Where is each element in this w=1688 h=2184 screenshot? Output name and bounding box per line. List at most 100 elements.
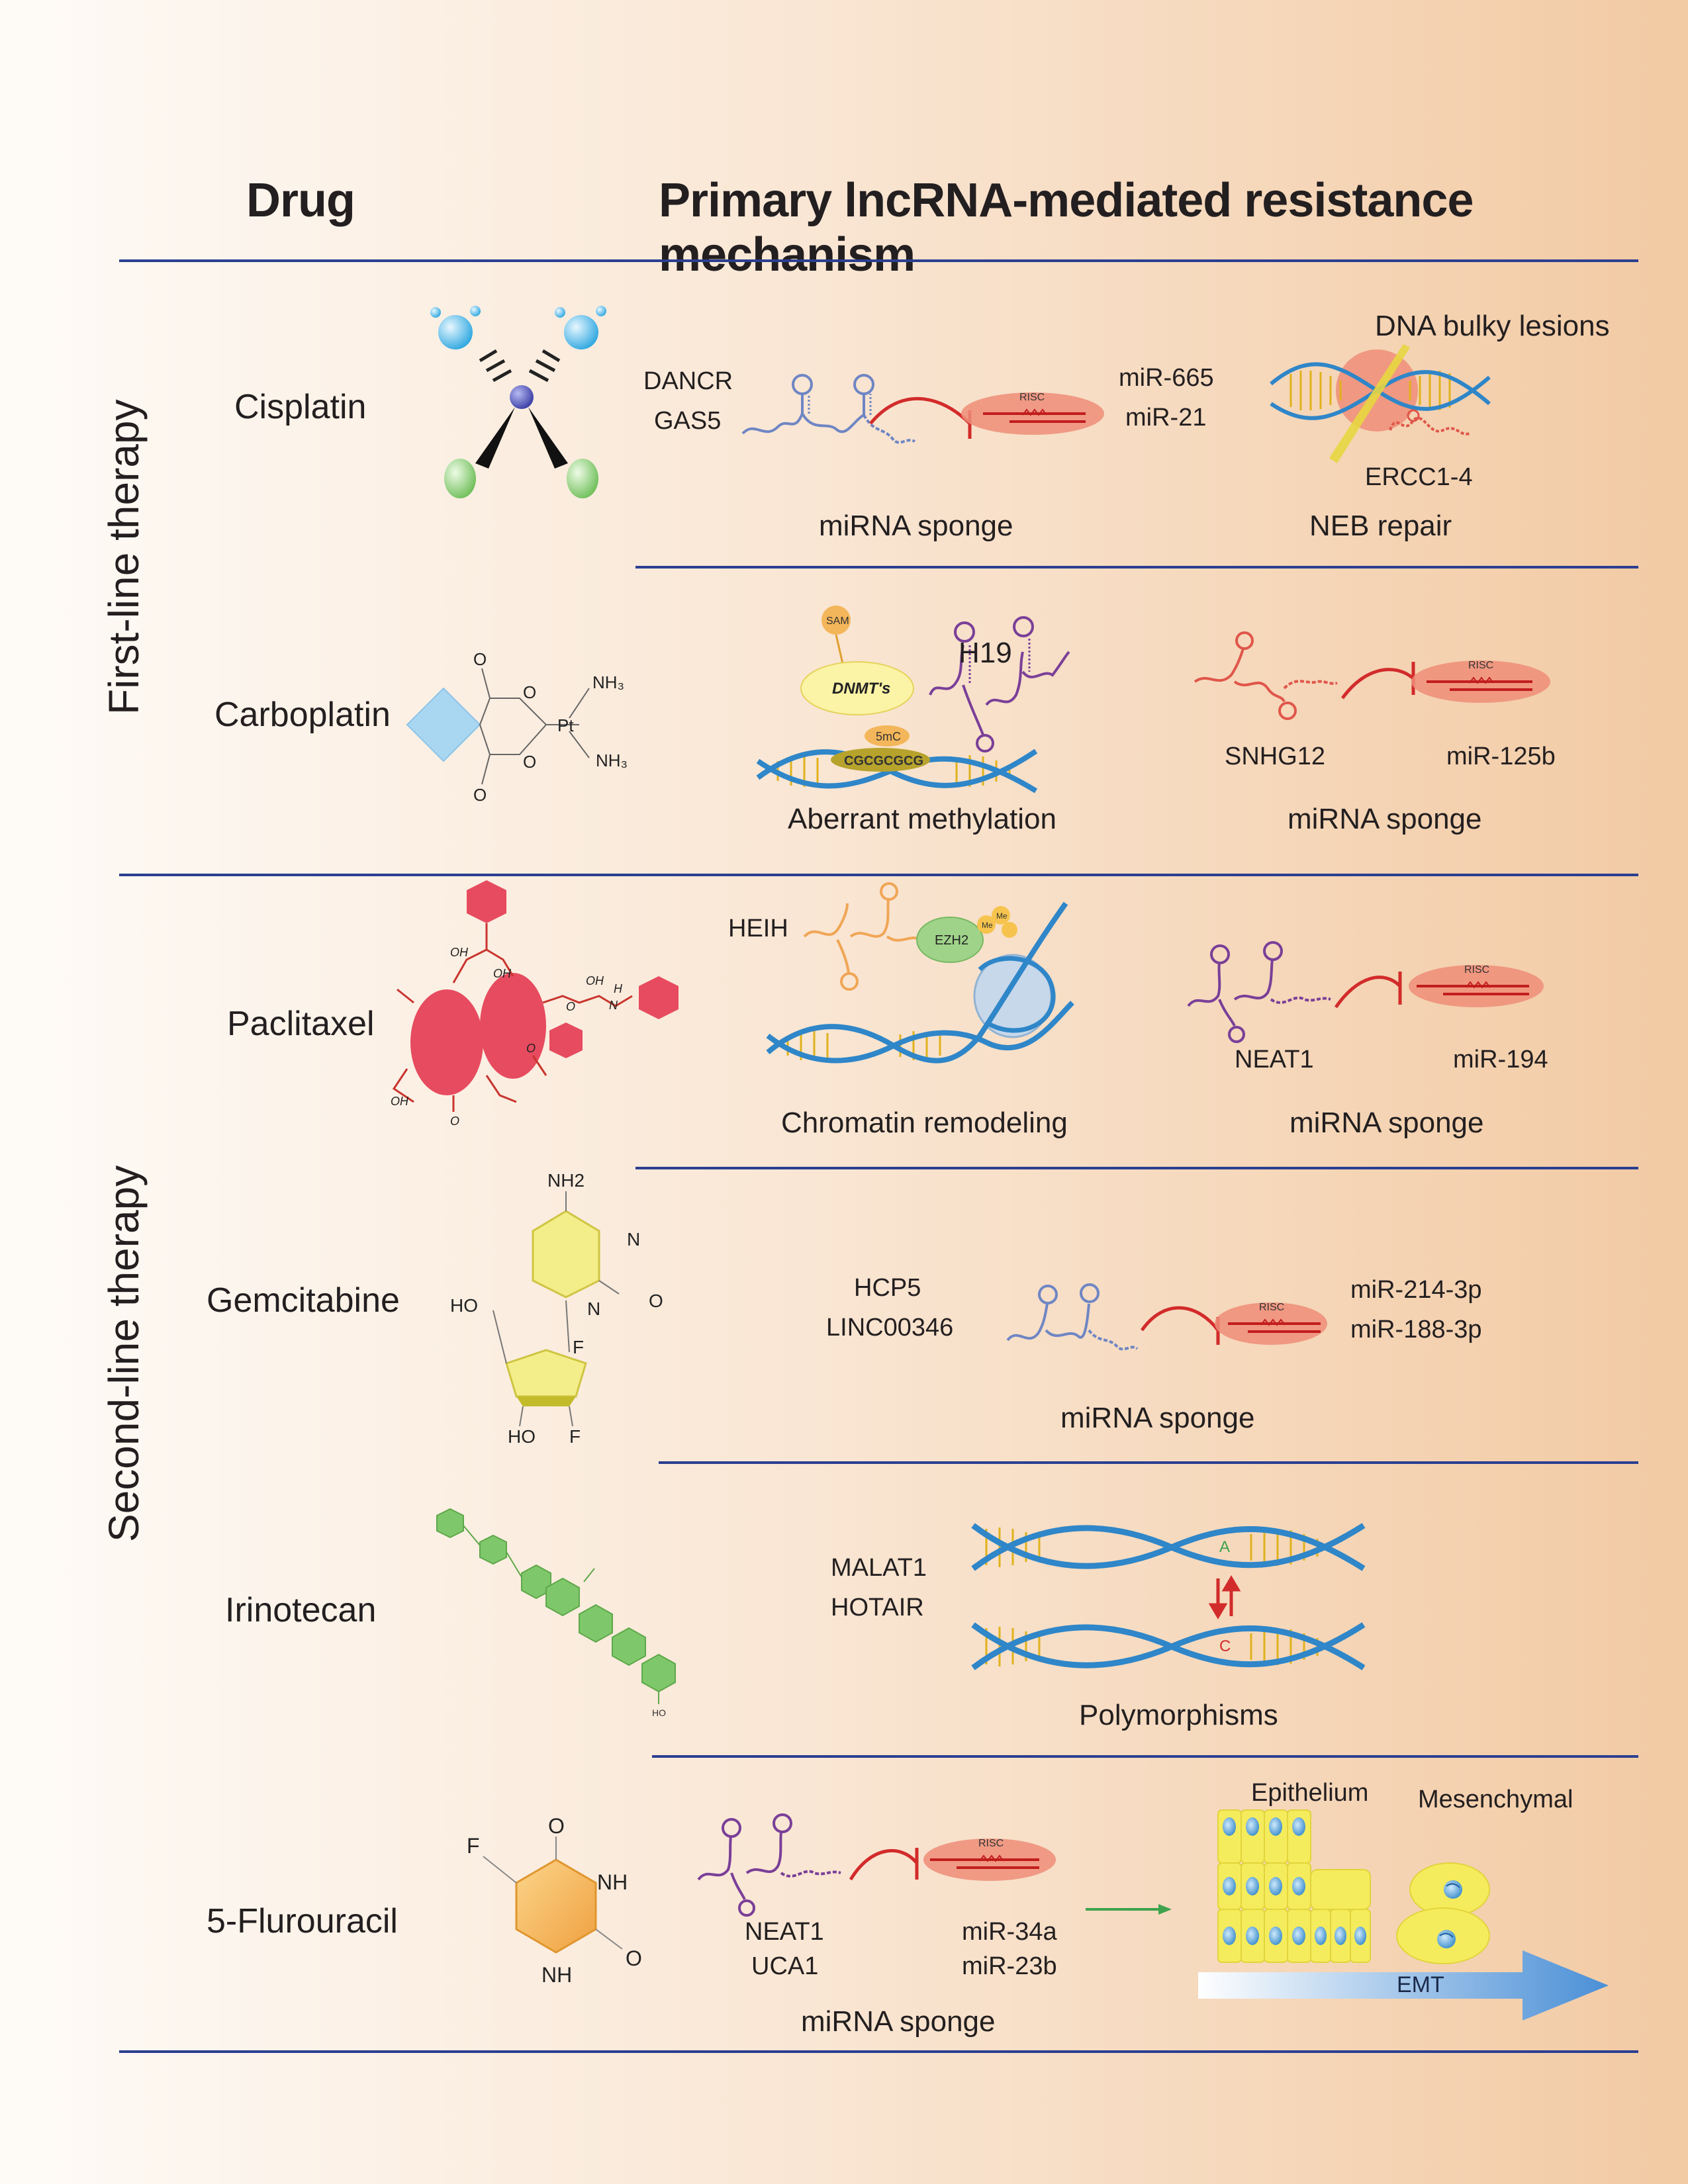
svg-text:EZH2: EZH2 <box>935 933 968 948</box>
allele-c: C <box>1219 1637 1231 1655</box>
epithelium-label: Epithelium <box>1251 1779 1369 1807</box>
irinotecan-structure: HO <box>436 1508 676 1718</box>
methylation-graphic: SAM DNMT's 5mC CGCGCGCG <box>756 606 1070 794</box>
row-divider-4 <box>652 1755 1638 1758</box>
dna-repair-graphic <box>1270 344 1491 463</box>
lncrna-hcp5: HCP5 <box>854 1274 921 1302</box>
drug-cisplatin: Cisplatin <box>234 388 367 426</box>
svg-text:F: F <box>573 1337 584 1357</box>
svg-text:HO: HO <box>450 1295 478 1316</box>
mirna-mir-214-3p: miR-214-3p <box>1350 1276 1482 1304</box>
lncrna-gas5: GAS5 <box>654 407 722 435</box>
first-line-therapy-label: First-line therapy <box>100 399 148 715</box>
svg-text:O: O <box>548 1814 565 1838</box>
mesenchymal-label: Mesenchymal <box>1418 1786 1573 1813</box>
svg-text:RISC: RISC <box>978 1838 1004 1849</box>
mirna-mir-34a: miR-34a <box>962 1918 1057 1946</box>
allele-a: A <box>1219 1538 1230 1556</box>
svg-text:O: O <box>450 1115 459 1128</box>
lncrna-hotair: HOTAIR <box>831 1594 924 1621</box>
mechanism-aberrant-methylation: Aberrant methylation <box>788 803 1056 835</box>
svg-text:HO: HO <box>508 1426 536 1447</box>
svg-text:Pt: Pt <box>557 715 574 735</box>
svg-text:RISC: RISC <box>1259 1302 1284 1313</box>
lncrna-dancr: DANCR <box>643 367 733 395</box>
mechanism-mirna-sponge-3: miRNA sponge <box>1289 1107 1484 1139</box>
mirna-mir-21: miR-21 <box>1125 404 1207 432</box>
mirna-mir-665: miR-665 <box>1119 364 1214 392</box>
mechanism-chromatin-remodeling: Chromatin remodeling <box>781 1107 1068 1139</box>
svg-text:CGCGCGCG: CGCGCGCG <box>844 754 923 768</box>
svg-text:DNMT's: DNMT's <box>832 680 890 698</box>
svg-text:NH2: NH2 <box>547 1170 585 1191</box>
lncrna-malat1: MALAT1 <box>831 1554 927 1582</box>
lncrna-heih: HEIH <box>728 915 788 942</box>
svg-text:N: N <box>609 999 618 1012</box>
row-divider-2 <box>635 1167 1638 1169</box>
svg-text:OH: OH <box>391 1095 409 1108</box>
paclitaxel-structure: OH OH OH OH O O O H N <box>391 880 679 1128</box>
lncrna-neat1-paclitaxel: NEAT1 <box>1235 1046 1314 1073</box>
cisplatin-sponge-graphic: RISC <box>741 374 1104 444</box>
svg-text:O: O <box>473 649 487 669</box>
svg-text:N: N <box>627 1229 640 1250</box>
row-divider-3 <box>659 1461 1638 1464</box>
lncrna-linc00346: LINC00346 <box>826 1314 954 1342</box>
drug-carboplatin: Carboplatin <box>214 696 391 734</box>
svg-text:O: O <box>649 1291 663 1311</box>
ercc1-4-label: ERCC1-4 <box>1365 463 1473 491</box>
polymorphism-graphic: A C <box>971 1523 1366 1670</box>
svg-text:SAM: SAM <box>826 615 849 627</box>
drug-gemcitabine: Gemcitabine <box>207 1281 400 1320</box>
header-divider <box>119 259 1638 262</box>
svg-text:O: O <box>523 752 536 772</box>
carboplatin-sponge-graphic: RISC <box>1194 631 1550 720</box>
gemcitabine-structure: NH2 N N O HO HO F F <box>450 1170 663 1447</box>
svg-text:O: O <box>526 1042 536 1055</box>
row-divider-1 <box>635 566 1638 569</box>
svg-text:F: F <box>569 1426 581 1447</box>
risc-label: RISC <box>1019 392 1045 403</box>
svg-text:5mC: 5mC <box>876 730 901 743</box>
paclitaxel-sponge-graphic: RISC <box>1187 941 1544 1043</box>
mechanism-neb-repair: NEB repair <box>1309 510 1452 542</box>
lncrna-uca1: UCA1 <box>751 1952 819 1980</box>
bottom-divider <box>119 2050 1638 2053</box>
svg-text:O: O <box>566 1000 575 1013</box>
svg-text:NH: NH <box>541 1963 572 1987</box>
mechanism-mirna-sponge-2: miRNA sponge <box>1288 803 1482 835</box>
drug-column-header: Drug <box>246 174 355 227</box>
mechanism-polymorphisms: Polymorphisms <box>1079 1699 1278 1731</box>
svg-text:RISC: RISC <box>1468 660 1493 671</box>
svg-text:O: O <box>626 1946 642 1970</box>
svg-text:OH: OH <box>586 974 604 987</box>
emt-graphic: EMT <box>1198 1809 1609 2021</box>
svg-text:F: F <box>467 1834 480 1858</box>
svg-text:NH₃: NH₃ <box>596 751 628 770</box>
mirna-mir-188-3p: miR-188-3p <box>1350 1316 1482 1343</box>
cisplatin-structure <box>430 306 606 498</box>
lncrna-h19: H19 <box>959 637 1012 669</box>
drug-irinotecan: Irinotecan <box>225 1591 377 1629</box>
mirna-mir-23b: miR-23b <box>962 1952 1057 1980</box>
svg-text:H: H <box>614 982 623 995</box>
chromatin-remodeling-graphic: EZH2 Me Me <box>766 882 1074 1064</box>
svg-text:NH: NH <box>597 1870 628 1894</box>
gemcitabine-sponge-graphic: RISC <box>1006 1283 1327 1351</box>
mechanism-mirna-sponge-4: miRNA sponge <box>1060 1402 1255 1434</box>
mirna-mir-125b: miR-125b <box>1446 743 1556 770</box>
dna-bulky-lesions-label: DNA bulky lesions <box>1375 310 1610 342</box>
section-divider <box>119 874 1638 876</box>
svg-text:O: O <box>523 682 536 702</box>
drug-paclitaxel: Paclitaxel <box>227 1005 375 1043</box>
lncrna-snhg12: SNHG12 <box>1225 743 1326 770</box>
svg-text:Me: Me <box>996 911 1008 921</box>
mirna-mir-194: miR-194 <box>1453 1046 1548 1073</box>
svg-text:O: O <box>473 785 487 805</box>
svg-text:RISC: RISC <box>1464 964 1489 976</box>
svg-text:HO: HO <box>652 1707 666 1718</box>
green-arrow <box>1086 1904 1172 1915</box>
emt-label: EMT <box>1397 1972 1444 1997</box>
drug-5-fluorouracil: 5-Flurouracil <box>207 1902 398 1940</box>
mechanism-column-header: Primary lncRNA-mediated resistance mecha… <box>659 174 1474 281</box>
